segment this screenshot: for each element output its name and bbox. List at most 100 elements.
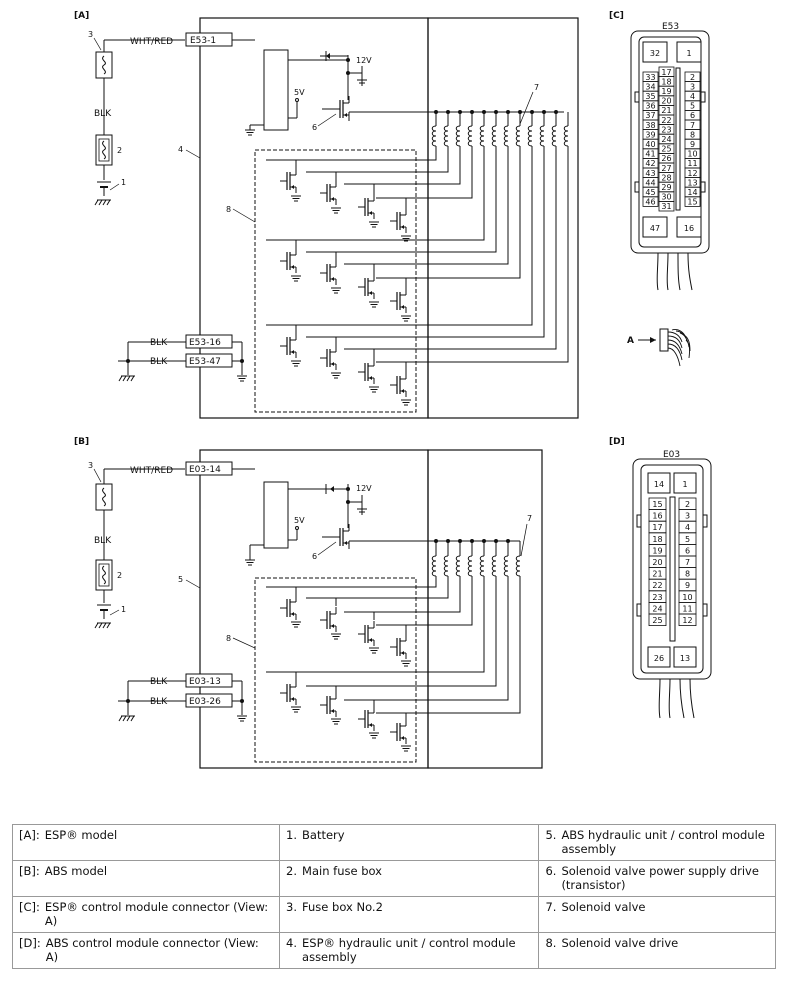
legend-text: ABS hydraulic unit / control module asse…: [561, 828, 765, 856]
view-arrow-label: A: [627, 336, 634, 346]
legend-key: 5.: [545, 828, 557, 842]
e03-pin: 8: [685, 570, 690, 579]
e53-pin: 19: [661, 87, 671, 96]
legend-key: [C]:: [19, 900, 40, 914]
legend-text: ESP® control module connector (View: A): [44, 900, 269, 928]
legend-key: 6.: [545, 864, 557, 878]
wiring-diagram: [A] [B] [C] [D] WHT/RED BLK 3 2 1 E53-1 …: [74, 11, 712, 769]
legend-cell: 8.Solenoid valve drive: [538, 932, 776, 969]
e53-pin: 18: [661, 77, 671, 86]
fet-group-a2: [266, 239, 412, 322]
legend-key: 7.: [545, 900, 557, 914]
callout-8-a: 8: [226, 205, 231, 214]
e53-pin: 7: [690, 121, 695, 130]
legend-row: [B]: ABS model 2. Main fuse box 6.Solenoid v…: [11, 860, 776, 897]
e53-pin: 39: [645, 130, 655, 139]
terminal-e53-1: E53-1: [190, 36, 216, 46]
wire-label-blk-a2: BLK: [150, 357, 168, 367]
e53-pin: 21: [661, 106, 671, 115]
label-12v-b: 12V: [356, 484, 372, 493]
e03-pin: 18: [652, 535, 662, 544]
legend-key: 3.: [286, 900, 298, 914]
legend-cell: 2. Main fuse box: [279, 860, 540, 897]
e53-pin: 31: [661, 202, 671, 211]
e53-pin: 14: [687, 188, 697, 197]
legend-cell: 4.ESP® hydraulic unit / control module a…: [279, 932, 540, 969]
fet-group-a3: [266, 324, 412, 406]
e53-pin: 25: [661, 145, 671, 154]
legend-text: ABS model: [44, 864, 108, 878]
terminal-e03-26: E03-26: [189, 697, 221, 707]
fet-group-a1: [266, 159, 412, 242]
e53-pin: 26: [661, 154, 671, 163]
section-label-b: [B]: [74, 437, 89, 447]
e03-pin: 9: [685, 581, 690, 590]
e53-pin: 5: [690, 102, 695, 111]
legend-text: Fuse box No.2: [302, 900, 383, 914]
e53-pin: 20: [661, 97, 671, 106]
legend-cell: 1.Battery: [279, 824, 540, 861]
e53-pin: 44: [645, 178, 655, 187]
legend-cell: [C]: ESP® control module connector (View:…: [11, 896, 281, 933]
wire-label-blk: BLK: [94, 109, 112, 119]
e53-pin: 33: [645, 73, 655, 82]
section-label-a: [A]: [74, 11, 89, 21]
diagram-abs: WHT/RED BLK 3 2 1 E03-14 BLK BLK E03-13 …: [88, 449, 543, 769]
e53-pin: 10: [687, 150, 697, 159]
callout-6-a: 6: [312, 123, 317, 132]
fet-group-b2: [266, 671, 412, 752]
e53-pin: 29: [661, 183, 671, 192]
legend-key: [B]:: [19, 864, 40, 878]
legend-cell: 7. Solenoid valve: [538, 896, 776, 933]
e53-pin-bottom-left: 47: [650, 224, 660, 233]
e53-pin: 9: [690, 140, 695, 149]
legend-text: Solenoid valve: [561, 900, 646, 914]
legend-text: Main fuse box: [302, 864, 382, 878]
e53-pin-top-left: 32: [650, 49, 660, 58]
legend-key: 2.: [286, 864, 298, 878]
e53-pin: 36: [645, 102, 655, 111]
e53-pin: 28: [661, 173, 671, 182]
e53-pin: 37: [645, 111, 655, 120]
section-label-c: [C]: [609, 11, 624, 21]
e03-pin: 2: [685, 500, 690, 509]
label-5v-b: 5V: [294, 516, 305, 525]
section-label-d: [D]: [609, 437, 625, 447]
e53-pin: 40: [645, 140, 655, 149]
e03-pin: 12: [682, 616, 692, 625]
legend-cell: 6.Solenoid valve power supply drive (tra…: [538, 860, 776, 897]
legend-key: [A]:: [19, 828, 40, 842]
e03-pin-bottom-right: 13: [680, 654, 690, 663]
e53-pin: 23: [661, 125, 671, 134]
e03-pin: 19: [652, 546, 662, 555]
solenoid-valves-a: [296, 110, 569, 363]
wire-label-wht-red-b: WHT/RED: [130, 466, 173, 476]
e53-pin: 2: [690, 73, 695, 82]
e53-pin-top-right: 1: [686, 49, 691, 58]
legend-row: [C]: ESP® control module connector (View:…: [11, 896, 776, 933]
callout-7-b: 7: [527, 514, 532, 523]
connector-e03-title: E03: [663, 450, 680, 460]
wire-label-blk-b1: BLK: [150, 677, 168, 687]
callout-4: 4: [178, 145, 183, 154]
legend-text: Battery: [302, 828, 345, 842]
e53-pin: 12: [687, 169, 697, 178]
fet-group-b1: [266, 586, 412, 667]
e53-pin: 35: [645, 92, 655, 101]
e53-pin: 17: [661, 68, 671, 77]
e53-pin: 46: [645, 198, 655, 207]
e53-pin: 30: [661, 193, 671, 202]
e03-pin: 20: [652, 558, 662, 567]
terminal-e03-14: E03-14: [189, 465, 221, 475]
legend-text: Solenoid valve drive: [561, 936, 679, 950]
e53-pin: 22: [661, 116, 671, 125]
terminal-e03-13: E03-13: [189, 677, 221, 687]
e03-pin: 22: [652, 581, 662, 590]
e53-pin: 38: [645, 121, 655, 130]
legend-row: [D]:ABS control module connector (View: …: [11, 932, 776, 969]
wire-label-blk-a1: BLK: [150, 338, 168, 348]
e03-pin-top-right: 1: [682, 480, 687, 489]
legend-cell: [B]: ABS model: [11, 860, 281, 897]
callout-1-b: 1: [121, 605, 126, 614]
